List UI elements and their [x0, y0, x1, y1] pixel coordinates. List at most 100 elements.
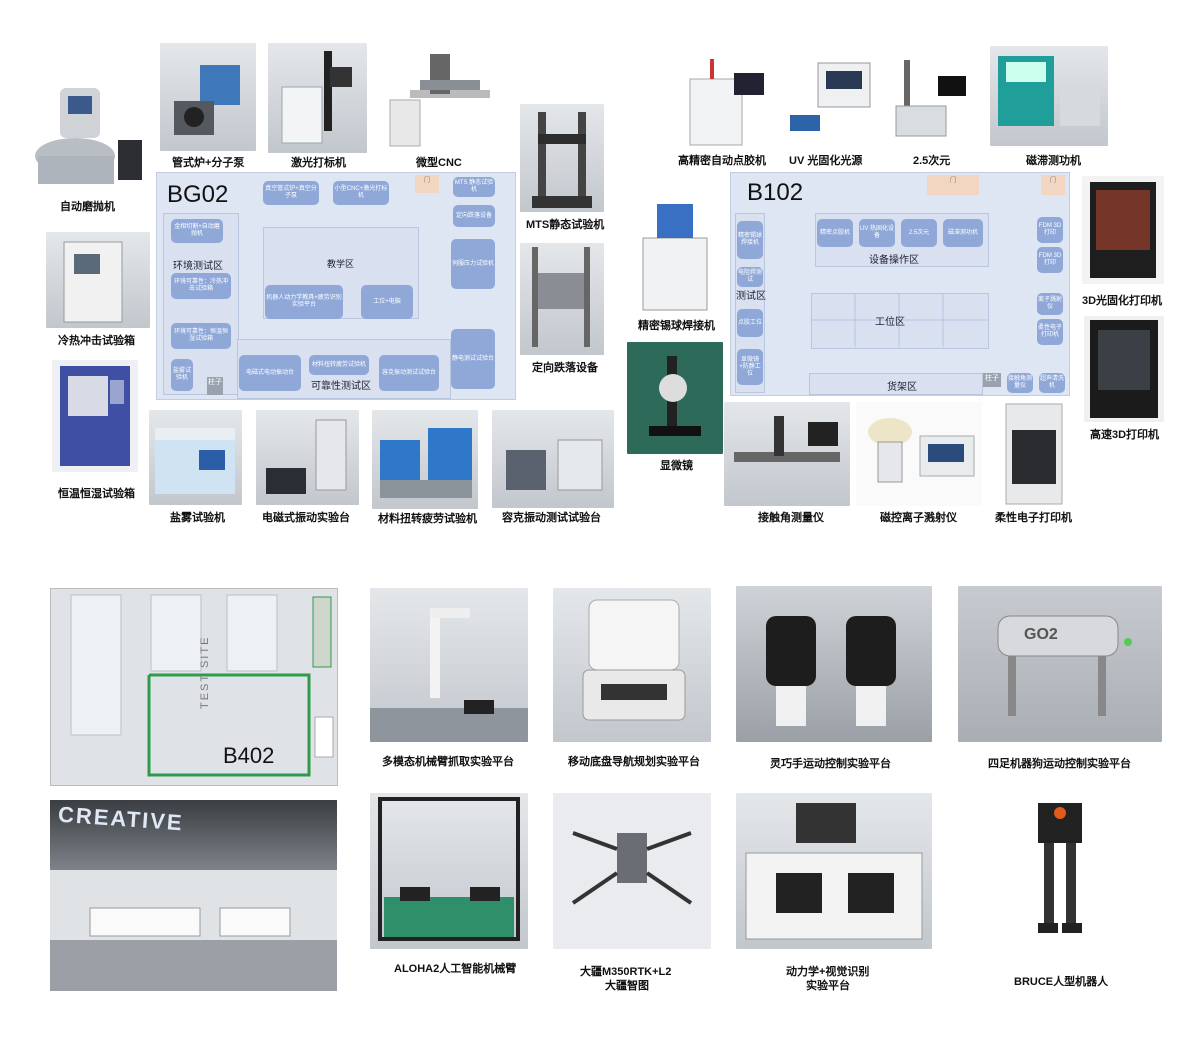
quadruped-photo: GO2 [958, 586, 1162, 742]
b102-wash-box: 超声清洗机 [1039, 373, 1065, 393]
dim25-photo [888, 46, 974, 146]
aloha-caption: ALOHA2人工智能机械臂 [394, 963, 517, 975]
b102-contact-box: 接触角测量仪 [1007, 373, 1033, 393]
quadruped-caption: 四足机器狗运动控制实验平台 [988, 758, 1131, 770]
flex-printer-photo [996, 400, 1074, 508]
b102-ion-box: 离子溅射仪 [1037, 293, 1063, 315]
bg02-static-box: 静电测试试验台 [451, 329, 495, 389]
bg02-mts-box: MTS 静态试验机 [453, 177, 495, 197]
salt-spray-caption: 盐雾试验机 [170, 512, 225, 524]
mts-photo [520, 104, 604, 212]
bg02-em-box: 电磁式电动振动台 [239, 355, 301, 391]
hysteresis-caption: 磁滞测功机 [1026, 155, 1081, 167]
bg02-robot-box: 机器人动力学教具+疲劳识别实验平台 [265, 285, 343, 319]
bg02-floor-plan: BG02 真空管式炉+真空分子泵 小型CNC+激光打标机 门 MTS 静态试验机… [156, 172, 516, 400]
thermal-shock-caption: 冷热冲击试验箱 [58, 335, 135, 347]
dim25-caption: 2.5次元 [913, 155, 951, 167]
bg02-grinder-box: 金相切割+自动磨抛机 [171, 219, 223, 243]
bg02-room-label: BG02 [167, 181, 229, 208]
microscope-photo [627, 342, 723, 454]
b102-op-box1: 精密点胶机 [817, 219, 853, 247]
constant-temp-photo [52, 360, 138, 472]
b102-shelf-zone-label: 货架区 [887, 382, 917, 393]
b102-op-box3: 2.5次元 [901, 219, 937, 247]
bg02-furnace-box: 真空管式炉+真空分子泵 [263, 181, 319, 205]
em-vibration-caption: 电磁式振动实验台 [262, 512, 350, 524]
b102-shelf-zone [809, 373, 983, 395]
microscope-caption: 显微镜 [660, 460, 693, 472]
b102-pillar: 柱子 [983, 373, 1001, 387]
uv-curing-photo [784, 55, 876, 149]
hysteresis-photo [990, 46, 1108, 146]
b402-floor-plan: TEST SITE B402 [50, 588, 338, 786]
arm-grasp-caption: 多模态机械臂抓取实验平台 [382, 756, 514, 768]
go2-mark: GO2 [1024, 626, 1058, 643]
b102-fdm-box1: FDM 3D打印 [1037, 217, 1063, 243]
fast-printer-photo [1084, 316, 1164, 422]
contact-angle-photo [724, 402, 850, 506]
bg02-env-box2: 环境可靠性：恒温恒湿试验箱 [171, 323, 231, 349]
bg02-salt-box: 盐雾试验机 [171, 359, 193, 391]
b102-microscope-box: 显微镜+防静工位 [737, 349, 763, 385]
fast-printer-caption: 高速3D打印机 [1090, 429, 1160, 441]
tube-furnace-caption: 管式炉+分子泵 [172, 157, 245, 169]
b102-op-box2: UV 热固化设备 [859, 219, 895, 247]
rongke-vibration-caption: 容克振动测试试验台 [502, 512, 601, 524]
b102-eprobe-box: 电阻焊测试 [737, 267, 763, 287]
dispenser-photo [680, 55, 772, 151]
b102-floor-plan: B102 门 门 精密锡球焊接机 电阻焊测试 测试区 点胶工位 显微镜+防静工位… [730, 172, 1070, 396]
dji-photo [553, 793, 711, 949]
rongke-vibration-photo [492, 410, 614, 508]
micro-cnc-caption: 微型CNC [416, 157, 462, 169]
b102-test-zone-label: 测试区 [736, 291, 766, 302]
flex-printer-caption: 柔性电子打印机 [995, 512, 1072, 524]
torsion-fatigue-photo [372, 410, 478, 509]
bg02-cnc-laser-box: 小型CNC+激光打标机 [333, 181, 389, 205]
bruce-caption: BRUCE人型机器人 [1014, 976, 1109, 988]
drop-tester-caption: 定向跌落设备 [532, 362, 598, 374]
bg02-teaching-zone-label: 教学区 [327, 259, 355, 269]
sputter-caption: 磁控离子溅射仪 [880, 512, 957, 524]
aloha-photo [370, 793, 528, 949]
dynamics-vision-photo [736, 793, 932, 949]
b102-work-zone-label: 工位区 [875, 317, 905, 328]
tube-furnace-photo [160, 43, 256, 151]
arm-grasp-photo [370, 588, 528, 742]
auto-grinder-photo [30, 78, 148, 196]
dji-caption-line1: 大疆M350RTK+L2 [580, 966, 672, 978]
b102-op-box4: 磁滞测功机 [943, 219, 983, 247]
bg02-pillar: 柱子 [207, 377, 223, 395]
dji-caption-line2: 大疆智图 [605, 980, 649, 992]
constant-temp-caption: 恒温恒湿试验箱 [58, 488, 135, 500]
em-vibration-photo [256, 410, 359, 505]
b402-test-site-label: TEST SITE [199, 635, 211, 709]
printer-3d-light-photo [1082, 176, 1164, 284]
b102-work-zone [811, 293, 989, 349]
b102-flex-box: 柔性电子打印机 [1037, 319, 1063, 345]
b102-fdm-box2: FDM 3D打印 [1037, 247, 1063, 273]
creative-room-photo: CREATIVE [50, 800, 337, 991]
b102-room-label: B102 [747, 179, 804, 206]
dispenser-caption: 高精密自动点胶机 [678, 155, 766, 167]
thermal-shock-photo [46, 232, 150, 328]
b102-door-1: 门 [927, 175, 979, 195]
bg02-torsion-box: 材料扭转疲劳试验机 [309, 355, 369, 375]
b102-door-2: 门 [1041, 175, 1065, 195]
mobile-base-photo [553, 588, 711, 742]
drop-tester-photo [520, 243, 604, 355]
bruce-photo [998, 793, 1122, 953]
bg02-door: 门 [415, 175, 439, 193]
dex-hand-photo [736, 586, 932, 742]
mts-caption: MTS静态试验机 [526, 219, 605, 231]
b102-solder-box: 精密锡球焊接机 [737, 221, 763, 259]
b402-room-label: B402 [223, 743, 275, 768]
micro-cnc-photo [380, 40, 495, 152]
mobile-base-caption: 移动底盘导航规划实验平台 [568, 756, 700, 768]
solder-photo [627, 198, 723, 316]
bg02-drop-box: 定向跌落设备 [453, 205, 495, 227]
sputter-photo [856, 402, 982, 506]
bg02-env-box1: 环境可靠性：冷热冲击试验箱 [171, 273, 231, 299]
b102-op-zone-label: 设备操作区 [869, 255, 919, 266]
solder-caption: 精密锡球焊接机 [638, 320, 715, 332]
printer-3d-light-caption: 3D光固化打印机 [1082, 295, 1163, 307]
